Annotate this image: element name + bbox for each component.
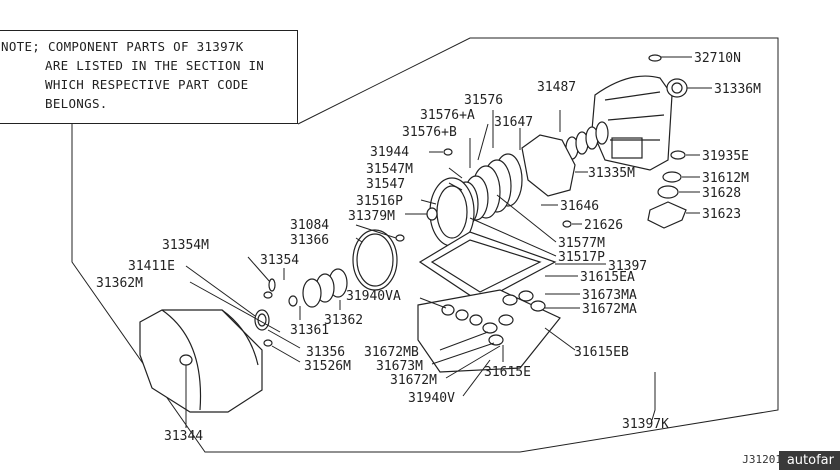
part-31623-gasket [647, 201, 687, 229]
label-31354M: 31354M [162, 238, 209, 253]
label-31628: 31628 [702, 186, 741, 201]
part-31336M-seal [666, 78, 688, 98]
label-31362: 31362 [324, 313, 363, 328]
note-line-3: WHICH RESPECTIVE PART CODE [45, 77, 249, 92]
part-31673MA-rings [502, 290, 546, 312]
label-31576: 31576 [464, 93, 503, 108]
label-31366: 31366 [290, 233, 329, 248]
label-31084: 31084 [290, 218, 329, 233]
diagram-code: J31201 [742, 453, 782, 466]
label-31615E: 31615E [484, 365, 531, 380]
label-31944: 31944 [370, 145, 409, 160]
watermark: autofar [778, 451, 840, 470]
label-21626: 21626 [584, 218, 623, 233]
label-31379M: 31379M [348, 209, 395, 224]
label-31646: 31646 [560, 199, 599, 214]
label-31615EA: 31615EA [580, 270, 635, 285]
converter-housing [139, 309, 263, 413]
label-31547M: 31547M [366, 162, 413, 177]
label-31623: 31623 [702, 207, 741, 222]
leader-lines [185, 56, 712, 428]
label-32710N: 32710N [694, 51, 741, 66]
note-line-2: ARE LISTED IN THE SECTION IN [45, 58, 265, 73]
kit-boundary [71, 37, 779, 453]
part-31379M-oring [426, 207, 438, 221]
part-21626-oring [562, 220, 572, 228]
label-31673M: 31673M [376, 359, 423, 374]
label-31935E: 31935E [702, 149, 749, 164]
label-31673MA: 31673MA [582, 288, 637, 303]
part-31935E-oring [670, 150, 686, 160]
label-31397: 31397 [608, 259, 647, 274]
label-31516P: 31516P [356, 194, 403, 209]
part-31354-clip [268, 278, 276, 292]
label-31517P: 31517P [558, 250, 605, 265]
part-31944-oring [443, 148, 453, 156]
label-31547: 31547 [366, 177, 405, 192]
part-labels: 32710N 31336M 31487 31576 31576+A 31576+… [96, 51, 761, 444]
note-line-1: NOTE; COMPONENT PARTS OF 31397K [1, 39, 244, 54]
part-31356-ring [254, 309, 270, 331]
label-31615EB: 31615EB [574, 345, 629, 360]
part-31366-ring [352, 229, 398, 291]
part-31362-rings [302, 268, 348, 308]
label-31335M: 31335M [588, 166, 635, 181]
label-31576-A: 31576+A [420, 108, 475, 123]
part-31628-oring [657, 185, 679, 199]
part-31526M-oring [263, 339, 273, 347]
label-31336M: 31336M [714, 82, 761, 97]
part-31361-oring [288, 295, 298, 307]
label-31344: 31344 [164, 429, 203, 444]
note-box: NOTE; COMPONENT PARTS OF 31397K ARE LIST… [0, 30, 298, 124]
label-31940VA: 31940VA [346, 289, 401, 304]
part-31397-pan-gasket-inner [430, 239, 542, 293]
part-31940VA-rings [441, 304, 483, 326]
label-31354: 31354 [260, 253, 299, 268]
label-31397K: 31397K [622, 417, 669, 432]
transmission-case [591, 75, 673, 171]
label-31940V: 31940V [408, 391, 455, 406]
part-31672MB-rings [482, 314, 514, 346]
label-31576-B: 31576+B [402, 125, 457, 140]
part-31612M-oring [662, 171, 682, 183]
label-31361: 31361 [290, 323, 329, 338]
label-31672MB: 31672MB [364, 345, 419, 360]
part-31647-gasket [521, 134, 576, 197]
label-31612M: 31612M [702, 171, 749, 186]
label-31672MA: 31672MA [582, 302, 637, 317]
label-31487: 31487 [537, 80, 576, 95]
label-31577M: 31577M [558, 236, 605, 251]
label-31411E: 31411E [128, 259, 175, 274]
part-31354M-clip [263, 291, 273, 299]
label-31672M: 31672M [390, 373, 437, 388]
part-31084-oring [395, 234, 405, 242]
label-31647: 31647 [494, 115, 533, 130]
note-line-4: BELONGS. [45, 96, 108, 111]
part-32710N-oring [648, 54, 662, 62]
label-31356: 31356 [306, 345, 345, 360]
label-31362M: 31362M [96, 276, 143, 291]
label-31526M: 31526M [304, 359, 351, 374]
